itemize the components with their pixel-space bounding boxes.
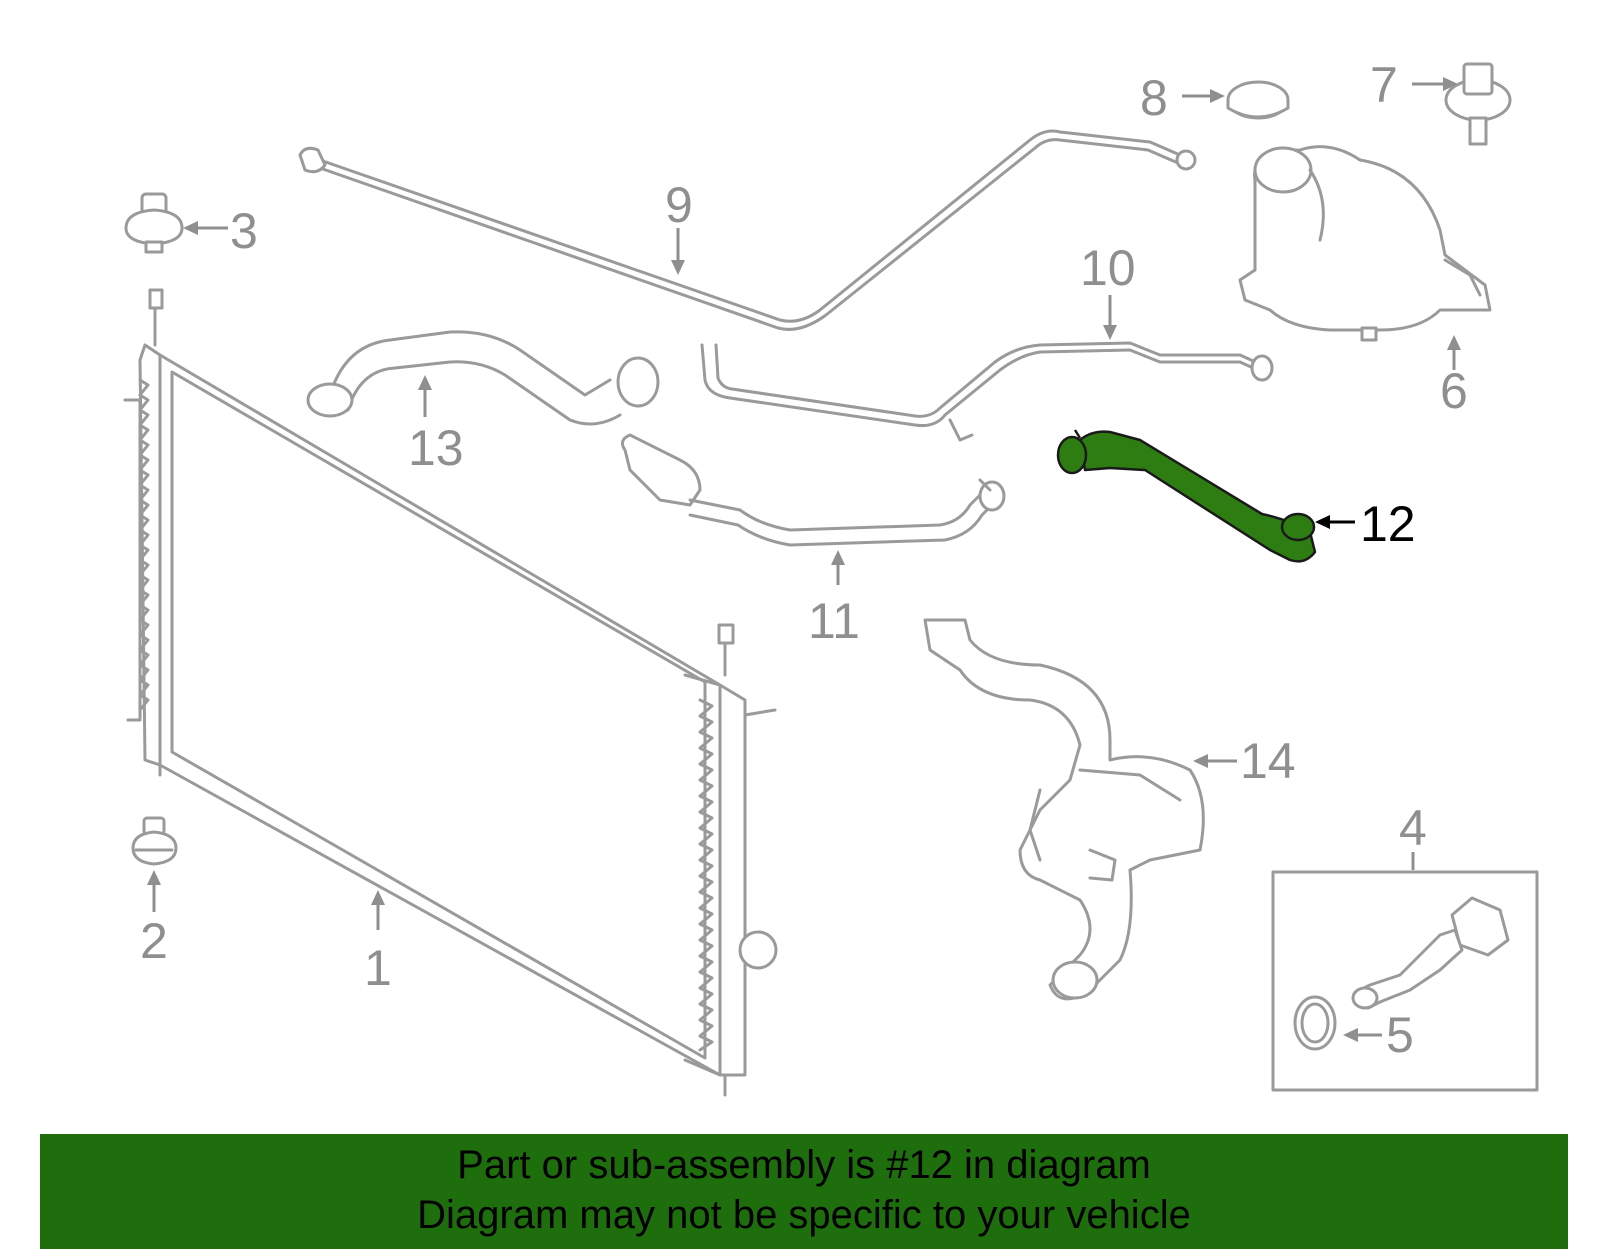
hose-part-13[interactable] [306,330,660,426]
banner-line-2: Diagram may not be specific to your vehi… [417,1193,1191,1237]
callout-2: 2 [140,913,168,969]
bushing-part-3[interactable] [124,192,184,254]
coolant-reservoir-part-6[interactable] [1238,145,1492,342]
leader-lines [147,77,1461,1042]
callout-9: 9 [665,177,693,233]
hose-part-11[interactable] [620,433,1006,547]
callout-11: 11 [808,593,860,649]
callout-3: 3 [230,203,258,259]
o-ring-part-5[interactable] [1293,995,1337,1051]
hose-part-9[interactable] [298,129,1197,331]
callout-6: 6 [1440,363,1468,419]
callout-14: 14 [1240,733,1296,789]
bushing-part-2[interactable] [131,816,178,866]
callout-4: 4 [1399,800,1427,856]
hose-part-12-highlighted[interactable] [1056,429,1317,563]
radiator-fins-left [138,378,150,712]
callout-12: 12 [1360,496,1416,552]
radiator-fins-right [698,698,714,1052]
hose-part-10[interactable] [700,341,1274,442]
sensor-kit-part-4[interactable] [1271,870,1539,1092]
callout-5: 5 [1386,1007,1414,1063]
callout-1: 1 [364,940,392,996]
cap-part-8[interactable] [1226,80,1290,120]
callout-8: 8 [1140,70,1168,126]
radiator-part-1[interactable] [123,288,778,1097]
callout-10: 10 [1080,240,1136,296]
callout-13: 13 [408,420,464,476]
hose-part-14[interactable] [923,618,1205,1001]
info-banner: Part or sub-assembly is #12 in diagram D… [40,1134,1568,1249]
callout-7: 7 [1370,57,1398,113]
coolant-sensor-part-4 [1351,896,1510,1010]
banner-line-1: Part or sub-assembly is #12 in diagram [457,1143,1151,1187]
bolt-part-7[interactable] [1444,62,1512,146]
